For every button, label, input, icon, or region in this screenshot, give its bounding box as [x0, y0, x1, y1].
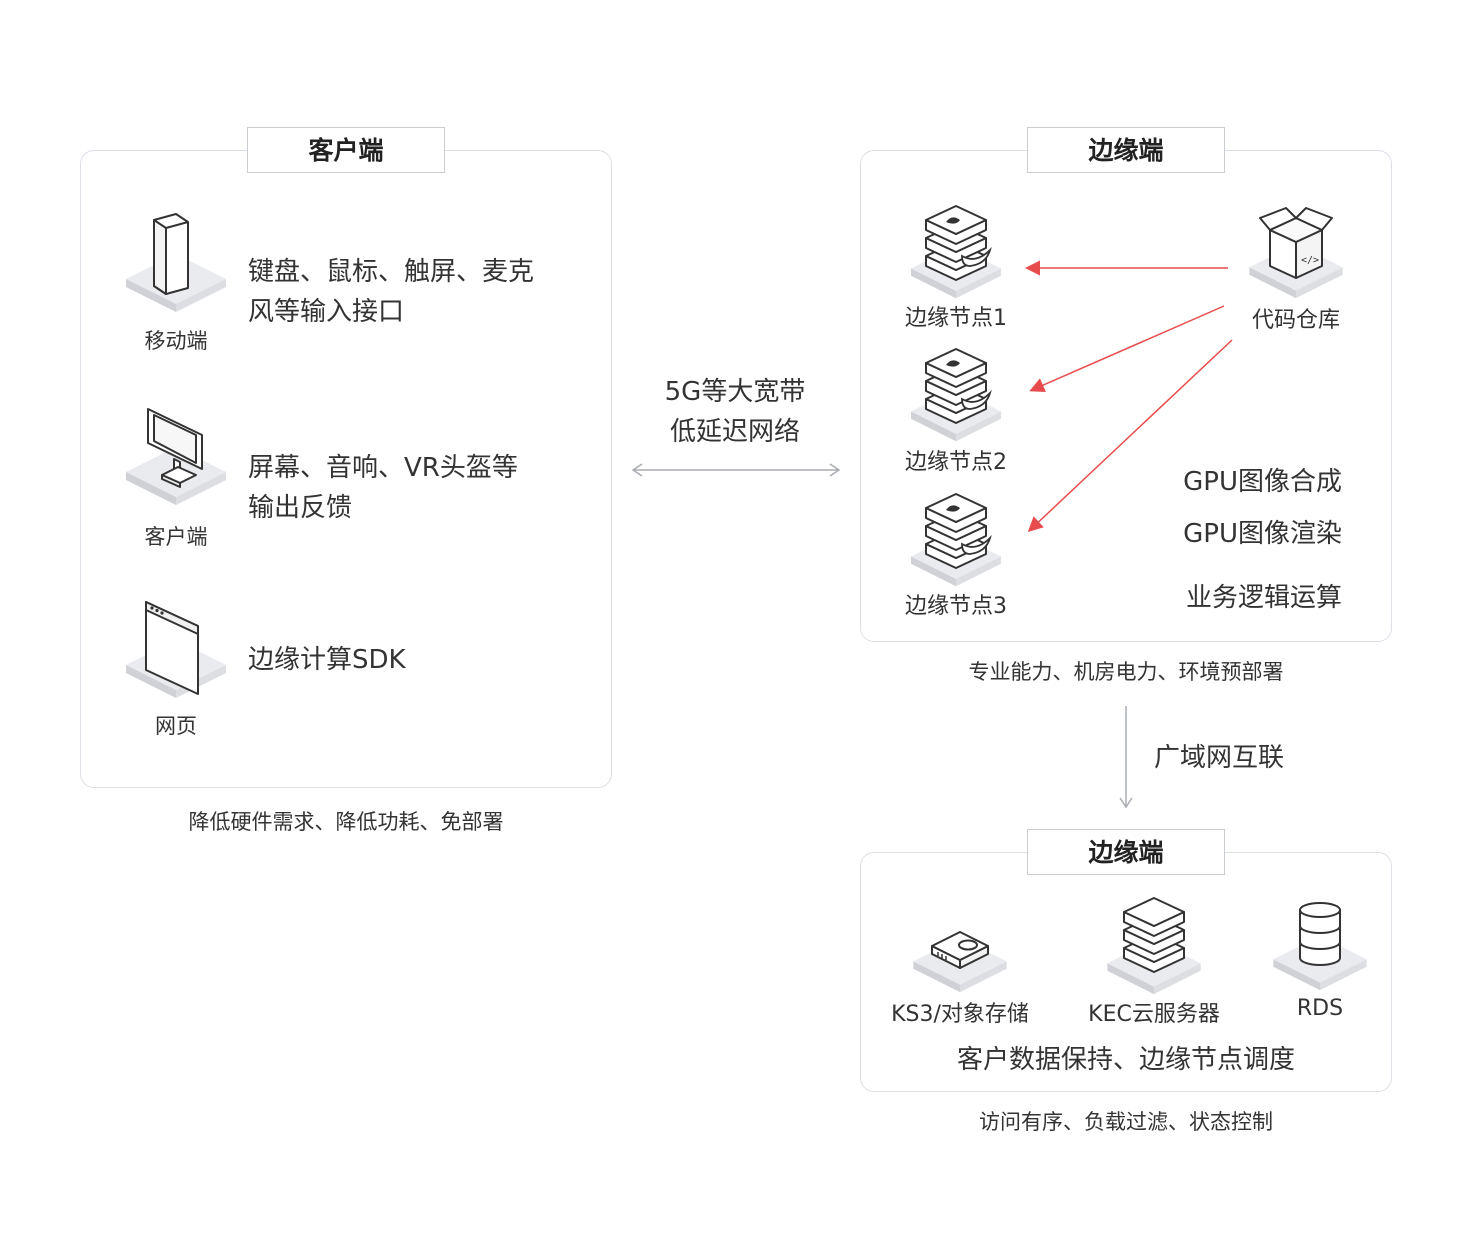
edge-node-3-label: 边缘节点3: [905, 594, 1007, 619]
web-caption: 网页: [155, 714, 197, 738]
deploy-arrow-node2: [1029, 305, 1225, 393]
web-page-icon: [126, 601, 226, 698]
edge-panel-title: 边缘端: [1027, 127, 1225, 173]
cloud-panel-title: 边缘端: [1027, 829, 1225, 875]
network-label-line2: 低延迟网络: [669, 417, 800, 447]
database-label: RDS: [1296, 996, 1344, 1021]
edge-node-1-label: 边缘节点1: [905, 306, 1007, 331]
bidirectional-arrow: [631, 463, 841, 477]
client-panel-title: 客户端: [247, 127, 445, 173]
cloud-summary: 客户数据保持、边缘节点调度: [956, 1045, 1295, 1075]
cloud-footer: 访问有序、负载过滤、状态控制: [979, 1110, 1273, 1134]
edge-node-1-icon: [911, 205, 1001, 299]
desktop-caption: 客户端: [144, 525, 208, 549]
object-storage-icon: [913, 931, 1007, 993]
desktop-monitor-icon: [126, 408, 226, 505]
client-footer: 降低硬件需求、降低功耗、免部署: [188, 810, 504, 834]
edge-footer: 专业能力、机房电力、环境预部署: [968, 660, 1284, 684]
database-icon: [1273, 902, 1367, 991]
code-repository-icon: </>: [1249, 207, 1343, 299]
cloud-server-label: KEC云服务器: [1088, 1002, 1220, 1027]
mobile-device-icon: [126, 213, 226, 312]
web-description: 边缘计算SDK: [248, 645, 406, 675]
deploy-arrows: [1025, 260, 1233, 533]
capability-gpu-render: GPU图像渲染: [1183, 519, 1342, 549]
mobile-caption: 移动端: [144, 329, 208, 353]
svg-text:</>: </>: [1301, 255, 1319, 266]
deploy-arrow-node3: [1027, 339, 1233, 533]
network-label-line1: 5G等大宽带: [664, 377, 806, 407]
edge-node-3-icon: [911, 493, 1001, 587]
wan-label: 广域网互联: [1154, 743, 1285, 773]
capability-business-logic: 业务逻辑运算: [1185, 583, 1342, 613]
code-repository-label: 代码仓库: [1251, 308, 1340, 333]
edge-node-2-icon: [911, 348, 1001, 442]
object-storage-label: KS3/对象存储: [891, 1002, 1029, 1027]
cloud-server-icon: [1107, 897, 1201, 995]
desktop-description: 屏幕、音响、VR头盔等 输出反馈: [248, 453, 518, 523]
capability-gpu-compose: GPU图像合成: [1183, 467, 1342, 497]
mobile-description: 键盘、鼠标、触屏、麦克 风等输入接口: [248, 257, 535, 327]
edge-node-2-label: 边缘节点2: [905, 450, 1007, 475]
wan-arrow: [1119, 706, 1133, 809]
